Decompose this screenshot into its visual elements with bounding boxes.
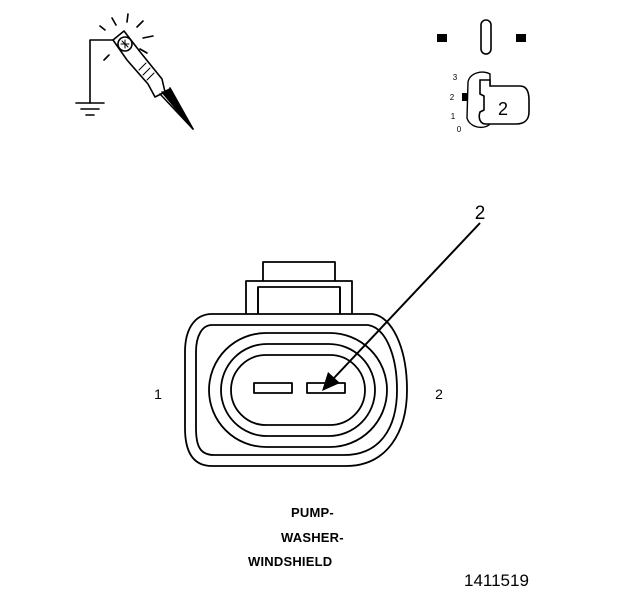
connector-seal-inner <box>230 354 366 426</box>
ground-icon <box>75 102 105 116</box>
figure-id: 1411519 <box>464 571 529 590</box>
callout-arrow <box>322 222 481 391</box>
switch-position-label: 2 <box>450 93 455 102</box>
key-slot-icon <box>480 19 492 55</box>
ignition-switch-icon: 3 2 1 0 2 <box>437 19 530 134</box>
connector-pin-1 <box>253 382 293 394</box>
switch-position-label: 0 <box>457 125 462 134</box>
two-pin-connector-icon <box>184 261 408 467</box>
connector-seal-outer <box>208 332 388 448</box>
connector-housing-inner <box>195 324 398 456</box>
test-light-probe-icon <box>75 13 194 130</box>
pin-1-label: 1 <box>154 386 162 402</box>
key-selected-position: 2 <box>498 99 508 119</box>
switch-position-label: 1 <box>451 112 456 121</box>
ignition-key-icon <box>462 79 530 125</box>
component-name-line-3: WINDSHIELD <box>248 554 333 569</box>
connector-seal-middle <box>220 343 376 437</box>
switch-contact-left <box>437 34 447 42</box>
switch-position-label: 3 <box>453 73 458 82</box>
switch-contact-right <box>516 34 526 42</box>
connector-lock-top <box>262 261 336 283</box>
callout-label: 2 <box>475 203 486 224</box>
pin-2-label: 2 <box>435 386 443 402</box>
component-name-line-2: WASHER- <box>281 530 344 545</box>
component-name-line-1: PUMP- <box>291 505 334 520</box>
ground-wire <box>89 39 114 104</box>
